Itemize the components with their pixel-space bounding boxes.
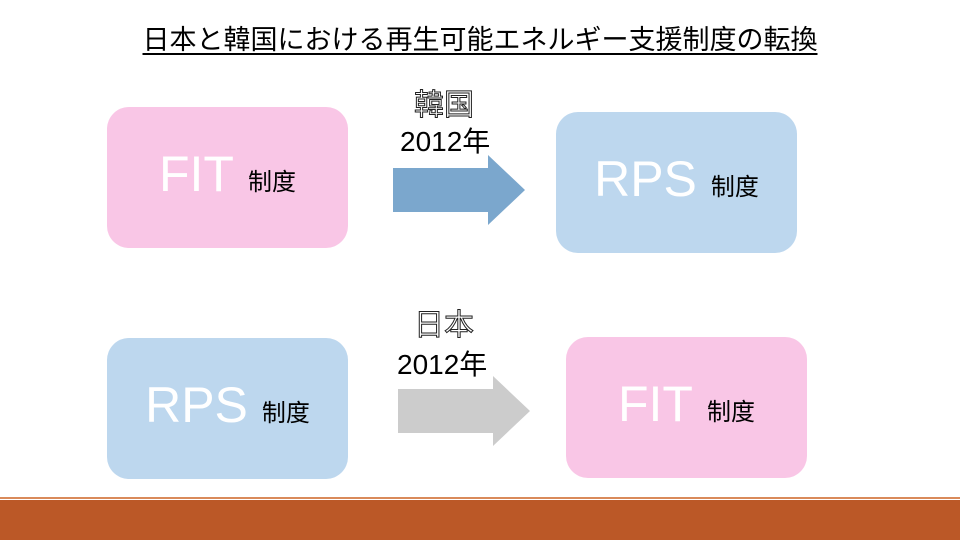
japan-from-name: RPS	[145, 376, 248, 433]
korea-from-suffix: 制度	[247, 168, 296, 196]
korea-from-name: FIT	[159, 145, 234, 202]
japan-rps-box: RPS 制度	[107, 338, 348, 479]
japan-from-suffix: 制度	[261, 399, 310, 427]
slide-title: 日本と韓国における再生可能エネルギー支援制度の転換	[142, 25, 818, 56]
japan-to-suffix: 制度	[706, 398, 755, 426]
korea-label: 韓国	[414, 88, 475, 124]
korea-year: 2012年	[400, 126, 491, 157]
korea-to-name: RPS	[594, 150, 697, 207]
japan-label: 日本	[414, 308, 475, 344]
japan-to-name: FIT	[618, 375, 693, 432]
japan-year: 2012年	[397, 349, 488, 380]
korea-rps-box: RPS 制度	[556, 112, 797, 253]
korea-arrow-icon	[393, 155, 525, 225]
japan-arrow-icon	[398, 376, 530, 446]
korea-fit-box: FIT 制度	[107, 107, 348, 248]
japan-fit-box: FIT 制度	[566, 337, 807, 478]
footer-divider	[0, 497, 960, 499]
korea-to-suffix: 制度	[710, 173, 759, 201]
footer-band	[0, 500, 960, 540]
